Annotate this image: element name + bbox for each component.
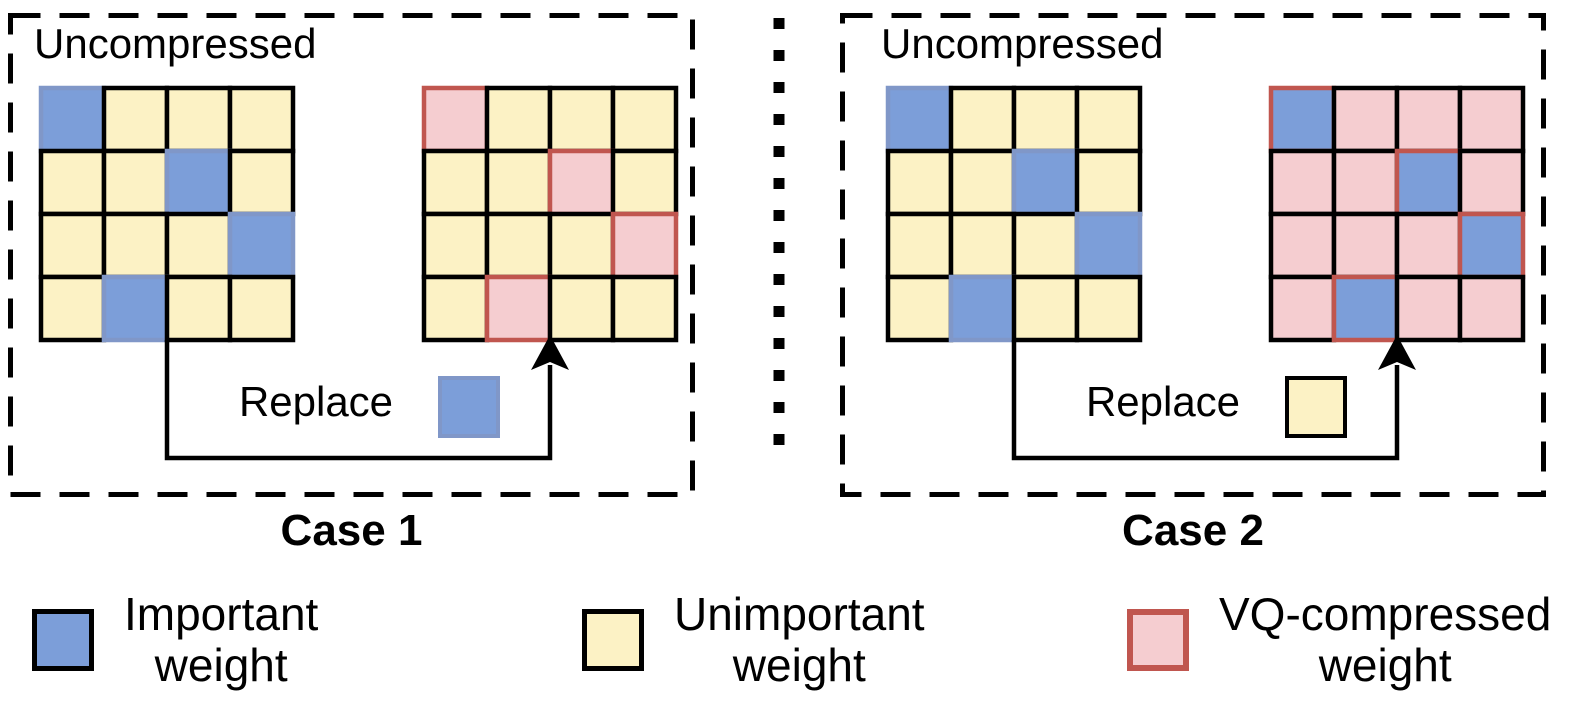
legend-label-line: Important: [124, 588, 319, 640]
legend-label-unimportant-weight: Unimportant weight: [674, 589, 925, 690]
compressed-grid: [1268, 85, 1526, 343]
legend-item-unimportant-weight: Unimportant weight: [582, 589, 925, 690]
legend: Important weight Unimportant weight VQ-c…: [0, 589, 1578, 699]
legend-label-vq-compressed-weight: VQ-compressed weight: [1219, 589, 1551, 690]
uncompressed-grid: [38, 85, 296, 343]
replace-label: Replace: [1085, 378, 1241, 425]
case-2-dashed-border: [840, 13, 1546, 497]
legend-label-line: weight: [154, 638, 288, 691]
legend-label-line: VQ-compressed: [1219, 588, 1552, 640]
legend-label-line: weight: [732, 638, 866, 691]
replace-arrow: [1011, 335, 1416, 461]
uncompressed-label: Uncompressed: [34, 20, 317, 67]
uncompressed-grid: [885, 85, 1143, 343]
replace-label: Replace: [238, 378, 394, 425]
case-1-dashed-border: [8, 13, 695, 497]
vq-compressed-weight-swatch: [1127, 608, 1189, 671]
case-2-panel: Uncompressed Replace: [840, 13, 1546, 497]
replace-arrow: [164, 335, 569, 461]
compressed-grid: [421, 85, 679, 343]
replace-weight-swatch: [1285, 376, 1347, 438]
legend-label-line: Unimportant: [674, 588, 925, 640]
legend-item-vq-compressed-weight: VQ-compressed weight: [1127, 589, 1551, 690]
replace-weight-swatch: [438, 376, 500, 438]
legend-label-important-weight: Important weight: [124, 589, 318, 690]
uncompressed-label: Uncompressed: [881, 20, 1164, 67]
case-2-label: Case 2: [1122, 506, 1264, 555]
unimportant-weight-swatch: [582, 608, 644, 671]
legend-item-important-weight: Important weight: [32, 589, 318, 690]
legend-label-line: weight: [1318, 638, 1452, 691]
important-weight-swatch: [32, 608, 94, 671]
case-1-panel: Uncompressed Replace: [8, 13, 695, 497]
case-1-label: Case 1: [280, 506, 423, 555]
